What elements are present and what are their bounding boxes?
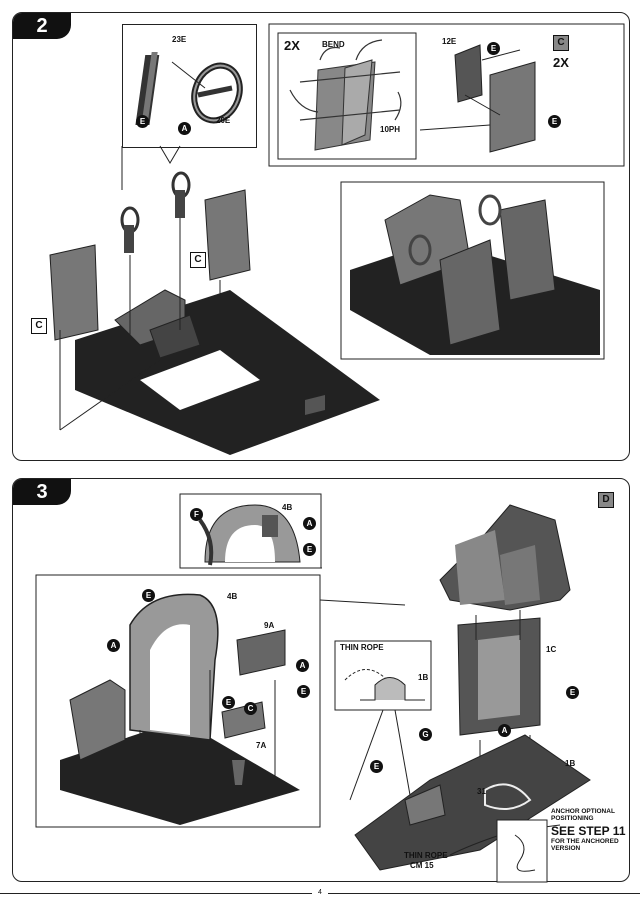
callout-e: E [566, 686, 579, 699]
part-label-4b: 4B [227, 592, 238, 601]
thin-rope-label: THIN ROPE [340, 643, 384, 652]
subassembly-c-ref: C [190, 252, 206, 268]
step-number-badge: 3 [13, 479, 71, 505]
callout-a: A [498, 724, 511, 737]
callout-a: A [107, 639, 120, 652]
callout-e: E [142, 589, 155, 602]
part-label-10ph: 10PH [380, 125, 401, 134]
callout-a: A [296, 659, 309, 672]
page-number-text: 4 [312, 889, 328, 896]
part-label-31: 31 [477, 787, 486, 796]
callout-f: F [190, 508, 203, 521]
anchor-note-line: POSITIONING [551, 815, 594, 822]
see-step-reference: SEE STEP 11 [551, 824, 626, 838]
callout-e: E [297, 685, 310, 698]
multiplier-2x: 2X [284, 38, 300, 53]
callout-a: A [178, 122, 191, 135]
step-number-badge: 2 [13, 13, 71, 39]
part-label-20e: 20E [216, 116, 231, 125]
callout-c: C [244, 702, 257, 715]
callout-g: G [419, 728, 432, 741]
anchor-note-line: VERSION [551, 845, 581, 852]
subassembly-c-badge: C [553, 35, 569, 51]
callout-e: E [487, 42, 500, 55]
callout-e: E [303, 543, 316, 556]
callout-e: E [136, 115, 149, 128]
bend-label: BEND [322, 40, 345, 49]
part-label-12e: 12E [442, 37, 457, 46]
page-number: 4 [0, 889, 640, 896]
subassembly-c-ref: C [31, 318, 47, 334]
part-label-1b: 1B [565, 759, 576, 768]
anchor-note-line: FOR THE ANCHORED [551, 838, 619, 845]
part-label-23e: 23E [172, 35, 187, 44]
callout-e: E [222, 696, 235, 709]
part-label-7a: 7A [256, 741, 267, 750]
multiplier-2x: 2X [553, 55, 569, 70]
thin-rope-label: THIN ROPE [404, 851, 448, 860]
subassembly-d-badge: D [598, 492, 614, 508]
anchor-note: ANCHOR OPTIONAL POSITIONING SEE STEP 11 … [551, 808, 626, 852]
callout-e: E [370, 760, 383, 773]
callout-a: A [303, 517, 316, 530]
part-label-9a: 9A [264, 621, 275, 630]
part-label-4b: 4B [282, 503, 293, 512]
part-label-1b: 1B [418, 673, 429, 682]
rope-length-label: CM 15 [410, 861, 434, 870]
anchor-note-line: ANCHOR OPTIONAL [551, 808, 615, 815]
part-label-1c: 1C [546, 645, 557, 654]
callout-e: E [548, 115, 561, 128]
